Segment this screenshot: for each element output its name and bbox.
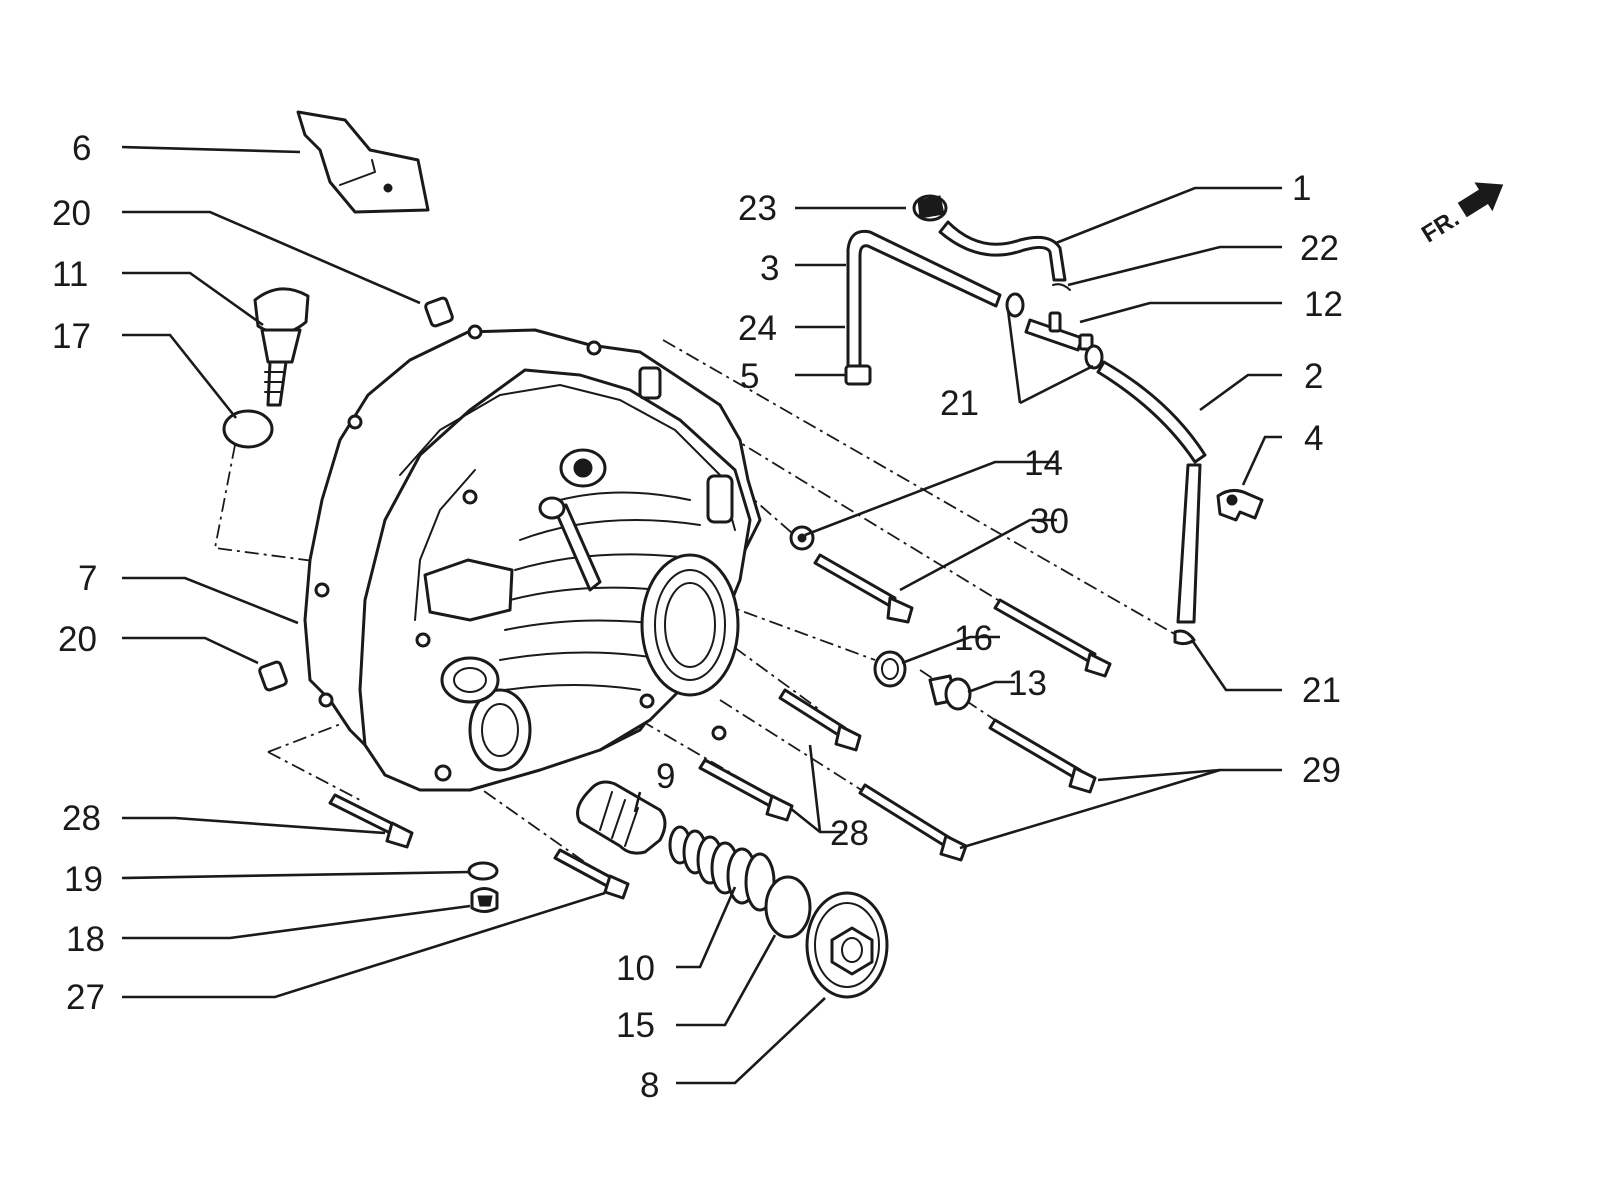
- part-4-bracket: [1216, 489, 1264, 522]
- label-12: 12: [1304, 285, 1343, 324]
- part-30-bolt: [813, 553, 914, 624]
- label-21-lower: 21: [1302, 671, 1341, 710]
- part-3-breather-hose: [846, 229, 1002, 373]
- part-27-bolt: [553, 848, 630, 900]
- label-15: 15: [616, 1006, 655, 1045]
- part-2-breather-hose: [1096, 360, 1207, 464]
- part-29-bolt-short: [988, 718, 1097, 794]
- part-9-oil-filter: [576, 780, 667, 855]
- label-6: 6: [72, 129, 91, 168]
- part-20-dowel-lower: [258, 660, 288, 692]
- label-19: 19: [64, 860, 103, 899]
- part-6-bracket-slot: [339, 159, 376, 186]
- part-22-clip: [1052, 283, 1071, 291]
- label-21-upper: 21: [940, 384, 979, 423]
- part-14-washer-hole: [797, 533, 807, 543]
- part-29-bolt-lower: [858, 783, 968, 862]
- label-27: 27: [66, 978, 105, 1017]
- label-9: 9: [656, 757, 675, 796]
- label-13: 13: [1008, 664, 1047, 703]
- part-23-clamp: [912, 194, 948, 222]
- label-20-upper: 20: [52, 194, 91, 233]
- label-23: 23: [738, 189, 777, 228]
- label-24: 24: [738, 309, 777, 348]
- part-2-breather-hose-lower: [1176, 463, 1202, 624]
- label-2: 2: [1304, 357, 1323, 396]
- label-4: 4: [1304, 419, 1323, 458]
- front-direction-label: FR.: [1417, 205, 1464, 248]
- part-28-bolt-left: [328, 793, 414, 849]
- part-21-clip-b: [1084, 344, 1104, 370]
- part-21-clip-a: [1005, 292, 1025, 318]
- label-11: 11: [52, 255, 88, 294]
- part-11-filler-plug: [253, 287, 310, 407]
- front-direction-marker: FR.: [1417, 182, 1504, 248]
- part-18-plug: [470, 887, 499, 913]
- clutch-cover: [303, 324, 762, 792]
- label-20-lower: 20: [58, 620, 97, 659]
- part-19-washer: [467, 861, 499, 881]
- part-16-o-ring: [873, 650, 907, 688]
- part-5-clip: [844, 364, 872, 386]
- label-18: 18: [66, 920, 105, 959]
- label-28-center: 28: [830, 814, 869, 853]
- label-1: 1: [1292, 169, 1311, 208]
- label-30: 30: [1030, 502, 1069, 541]
- label-3: 3: [760, 249, 779, 288]
- leader-lines: [121, 145, 1282, 1085]
- part-28-bolt-lower: [698, 758, 794, 822]
- part-15-o-ring: [764, 875, 812, 939]
- label-8: 8: [640, 1066, 659, 1105]
- part-6-bracket: [296, 110, 430, 214]
- label-5: 5: [740, 357, 759, 396]
- part-labels: 6 20 11 17 7 20 28 19 18 27 8 15 10 9 23…: [52, 129, 1343, 1105]
- label-28-left: 28: [62, 799, 101, 838]
- part-1-breather-hose: [938, 220, 1067, 282]
- label-16: 16: [954, 619, 993, 658]
- label-14: 14: [1024, 444, 1063, 483]
- part-29-bolt-long: [993, 598, 1112, 678]
- part-21-clip-c: [1173, 629, 1196, 646]
- part-6-bracket-hole: [383, 183, 393, 193]
- label-17: 17: [52, 317, 91, 356]
- part-12-t-fitting: [1024, 311, 1094, 352]
- label-29: 29: [1302, 751, 1341, 790]
- part-10-spring: [668, 825, 776, 912]
- label-10: 10: [616, 949, 655, 988]
- label-22: 22: [1300, 229, 1339, 268]
- part-8-filter-cap: [805, 891, 889, 999]
- part-28-bolt-center: [778, 688, 862, 752]
- part-13-drain-plug: [928, 674, 972, 711]
- part-17-o-ring: [222, 409, 274, 449]
- part-20-dowel-upper: [424, 296, 454, 328]
- label-7: 7: [78, 559, 97, 598]
- part-16-o-ring-inner: [881, 658, 899, 680]
